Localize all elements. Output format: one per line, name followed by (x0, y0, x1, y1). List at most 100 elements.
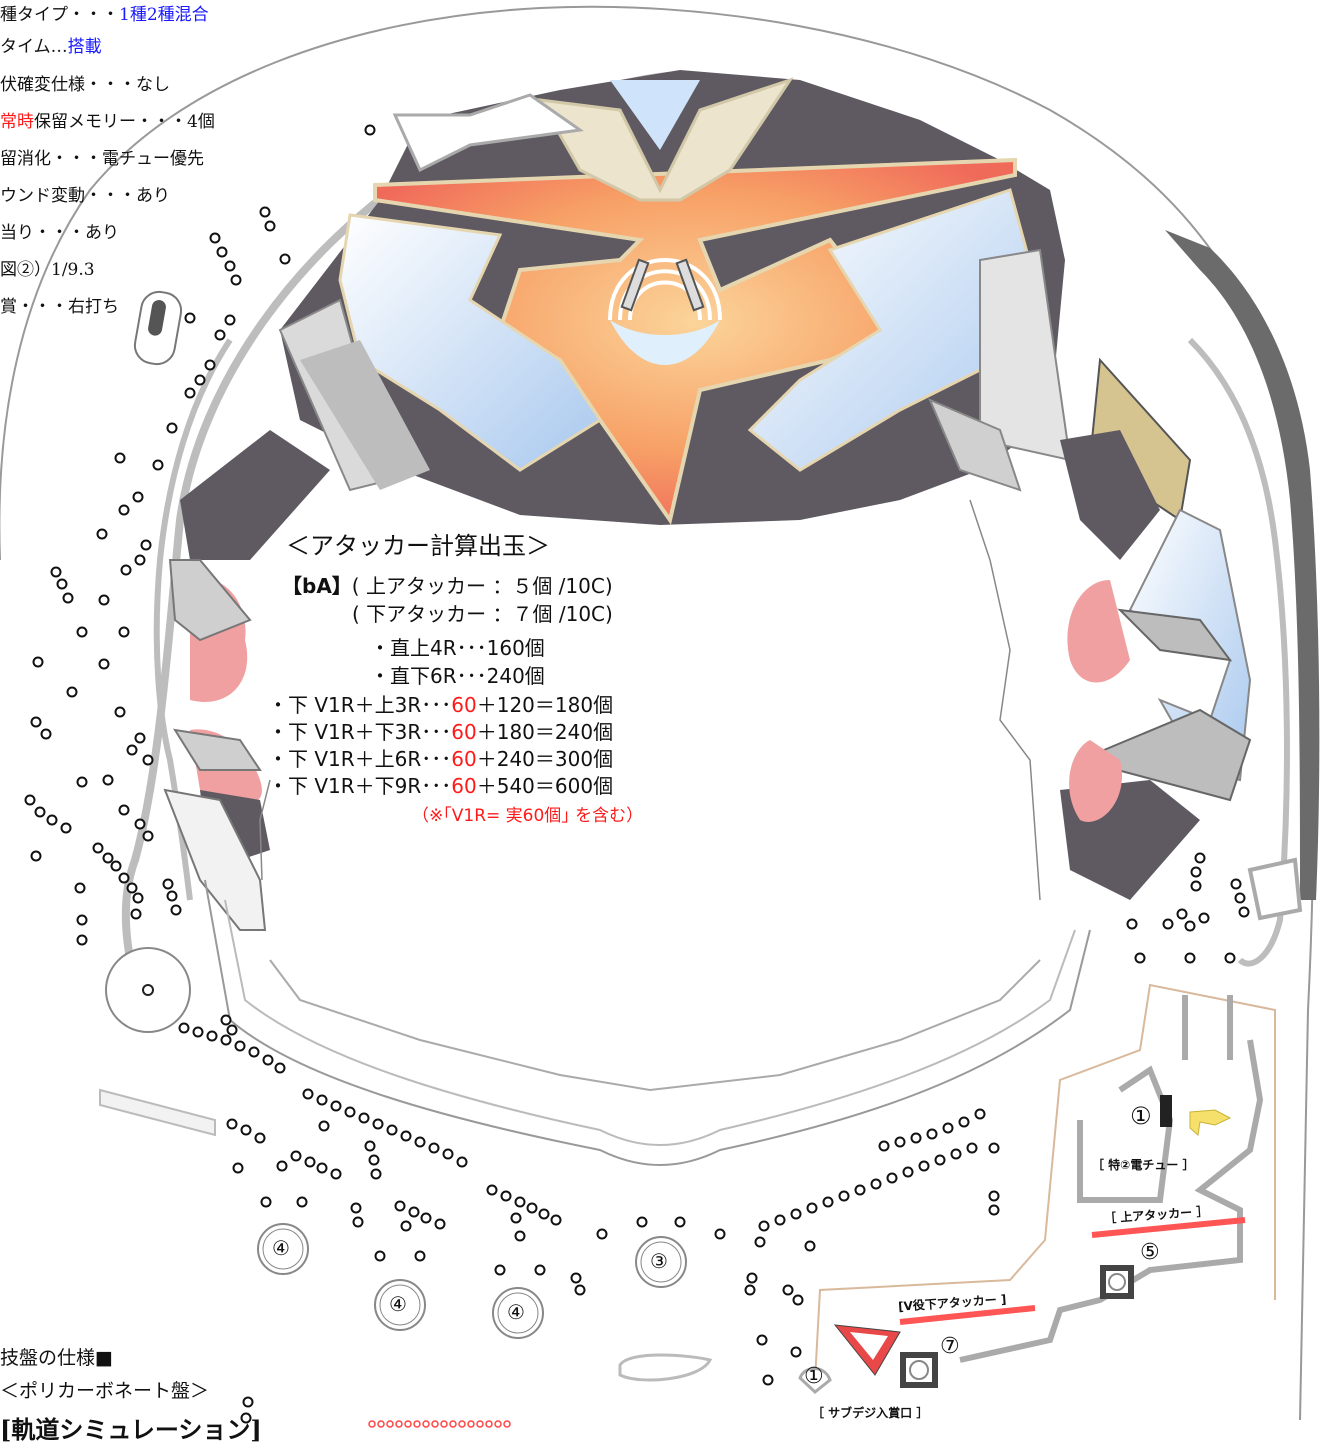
nail-pin (132, 892, 144, 904)
nail-pin (526, 1202, 538, 1214)
ball-route-tan (814, 983, 1276, 1381)
nail-pin (926, 1128, 938, 1140)
nail-pin (304, 1156, 316, 1168)
nail-pin (66, 686, 78, 698)
nail-pin (804, 1240, 816, 1252)
nail-pin (372, 1118, 384, 1130)
marker-4-b: ④ (389, 1292, 407, 1316)
pocket-4-c (492, 1287, 544, 1339)
nail-pin (942, 1122, 954, 1134)
marker-3: ③ (650, 1249, 668, 1273)
nail-pin (220, 1014, 232, 1026)
nail-pin (134, 818, 146, 830)
nail-pin (1162, 918, 1174, 930)
nail-pin (224, 260, 236, 272)
nail-pin (318, 1120, 330, 1132)
left-lower-frame (163, 788, 267, 931)
nail-pin (118, 504, 130, 516)
calc-row-3-red: 60 (451, 747, 477, 771)
nail-pin (782, 1284, 794, 1296)
left-dark-side (180, 430, 330, 560)
calc-row-4: ・下 V1R＋下9R･･･60＋540＝600個 (268, 770, 613, 799)
nail-pin (40, 728, 52, 740)
nail-pin (364, 1140, 376, 1152)
nail-pin (110, 860, 122, 872)
nail-pin-red (467, 1420, 475, 1428)
marker-7-v-attacker: ⑦ (940, 1334, 960, 1359)
nail-pin-red (503, 1420, 511, 1428)
nail-pin (714, 1228, 726, 1240)
calc-row-3: ・下 V1R＋上6R･･･60＋240＝300個 (268, 743, 613, 772)
stage-floor (269, 959, 1041, 1092)
nail-pin (178, 1022, 190, 1034)
nail-pin (358, 1112, 370, 1124)
nail-pin (166, 422, 178, 434)
nail-pin (854, 1184, 866, 1196)
nail-pin (886, 1172, 898, 1184)
marker-5-upper-attacker: ⑤ (1140, 1240, 1160, 1265)
nail-pin (1238, 906, 1250, 918)
spec-type: 種タイプ・・・1種2種混合 (0, 0, 209, 25)
nail-pin (240, 1124, 252, 1136)
left-gray-flap-2 (172, 728, 262, 771)
nail-pin-red (386, 1420, 394, 1428)
nail-pin (126, 744, 138, 756)
pocket-4-b-ring (379, 1284, 421, 1326)
subdeji-label: ［ サブデジ入賞口 ］ (812, 1406, 929, 1420)
nail-pin (822, 1196, 834, 1208)
nail-pin (30, 850, 42, 862)
nail-pin-red (449, 1420, 457, 1428)
calc-row-1-b: ＋120＝180個 (476, 693, 614, 717)
nail-pin (494, 1264, 506, 1276)
nail-pin (538, 1208, 550, 1220)
nail-pin (514, 1230, 526, 1242)
nail-pin (1126, 918, 1138, 930)
nail-pin (30, 716, 42, 728)
nail-pin (1134, 952, 1146, 964)
nail-pin (140, 539, 152, 551)
nail-pin (414, 1250, 426, 1262)
nail-pin (260, 1196, 272, 1208)
nail-pin (24, 794, 36, 806)
center-post-right (675, 258, 705, 312)
nail-pin (98, 594, 110, 606)
nail-pin (60, 822, 72, 834)
nail-pin (34, 806, 46, 818)
nail-pin (134, 732, 146, 744)
nail-pin (232, 1162, 244, 1174)
nail-pin (234, 1040, 246, 1052)
pocket-3-ring (640, 1241, 682, 1283)
launcher-knob (148, 299, 166, 336)
nail-pin (762, 1374, 774, 1386)
nail-pin (988, 1142, 1000, 1154)
calc-row-2: ・下 V1R＋下3R･･･60＋180＝240個 (268, 716, 613, 745)
nail-pin (132, 491, 144, 503)
nail-pin (456, 1156, 468, 1168)
nail-pin (758, 1220, 770, 1232)
right-pink-bumper-1 (1067, 580, 1130, 683)
nail-pin (206, 1030, 218, 1042)
nail-pin (204, 359, 216, 371)
nail-pin (240, 1412, 252, 1424)
nail-pin (290, 1150, 302, 1162)
spec-time-value: 搭載 (67, 37, 102, 57)
nail-pin (118, 872, 130, 884)
windmill-outer (105, 947, 191, 1033)
stage-right-edge (969, 499, 1041, 901)
left-gray-flap-1 (168, 559, 252, 642)
nail-pin (230, 274, 242, 286)
nail-pin (259, 206, 271, 218)
marker-4-c: ④ (507, 1300, 525, 1324)
nail-pin (1190, 866, 1202, 878)
nail-pin (746, 1272, 758, 1284)
right-pink-bumper-2 (1069, 740, 1122, 822)
nail-pin (910, 1132, 922, 1144)
nail-pin (1224, 952, 1236, 964)
nail-pin (226, 1118, 238, 1130)
nail-pin (510, 1212, 522, 1224)
nail-pin (344, 1106, 356, 1118)
right-lower-guides (959, 1039, 1264, 1363)
left-block-2 (300, 340, 430, 490)
marker-1-tokuden: ① (1130, 1102, 1152, 1130)
right-gray-flap (1117, 608, 1233, 662)
